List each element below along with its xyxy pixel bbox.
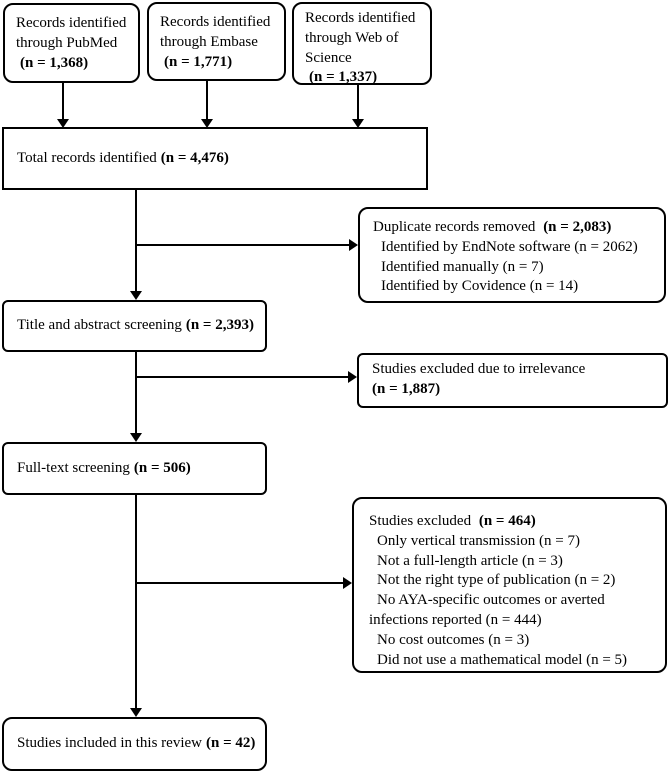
- box-studies-excluded: Studies excluded (n = 464) Only vertical…: [352, 497, 667, 673]
- arrow-pubmed-to-total: [57, 83, 69, 128]
- box-studies-included-label: Studies included in this review: [17, 735, 202, 752]
- arrow-branch-duplicates: [135, 239, 358, 251]
- box-records-web-of-science-label: Records identified through Web of Scienc…: [305, 10, 416, 66]
- box-excluded-irrelevance-count: (n = 1,887): [372, 380, 441, 397]
- box-duplicates-removed-count: (n = 2,083): [543, 219, 612, 235]
- box-total-records: Total records identified (n = 4,476): [2, 127, 428, 190]
- box-title-abstract-screening: Title and abstract screening (n = 2,393): [2, 300, 267, 352]
- box-studies-excluded-title: Studies excluded (n = 464): [369, 512, 660, 532]
- box-records-embase-label: Records identified through Embase: [160, 14, 271, 50]
- excluded-item-publication-type: Not the right type of publication (n = 2…: [377, 572, 616, 589]
- box-records-embase-count: (n = 1,771): [164, 53, 233, 70]
- box-duplicates-removed-title: Duplicate records removed (n = 2,083): [373, 218, 659, 238]
- box-records-pubmed: Records identified through PubMed (n = 1…: [3, 3, 140, 83]
- box-fulltext-screening-label: Full-text screening: [17, 459, 130, 476]
- box-studies-excluded-count: (n = 464): [478, 513, 536, 529]
- duplicates-item-covidence: Identified by Covidence (n = 14): [381, 278, 579, 295]
- arrow-embase-to-total: [201, 81, 213, 128]
- box-fulltext-screening-count: (n = 506): [133, 459, 191, 476]
- box-studies-excluded-label: Studies excluded: [369, 513, 472, 529]
- arrow-titleabs-to-fulltext: [130, 352, 142, 442]
- box-studies-included-count: (n = 42): [205, 735, 256, 752]
- box-records-embase: Records identified through Embase (n = 1…: [147, 2, 286, 81]
- excluded-item-no-cost-outcomes: No cost outcomes (n = 3): [377, 631, 530, 648]
- box-records-pubmed-label: Records identified through PubMed: [16, 15, 127, 51]
- excluded-item-vertical-transmission: Only vertical transmission (n = 7): [377, 532, 581, 549]
- box-total-records-count: (n = 4,476): [160, 149, 229, 166]
- duplicates-item-manual: Identified manually (n = 7): [381, 258, 544, 275]
- box-excluded-irrelevance: Studies excluded due to irrelevance (n =…: [357, 353, 668, 408]
- box-title-abstract-screening-label: Title and abstract screening: [17, 317, 182, 334]
- box-duplicates-removed-label: Duplicate records removed: [373, 219, 536, 235]
- box-excluded-irrelevance-label: Studies excluded due to irrelevance: [372, 361, 586, 377]
- arrow-fulltext-to-included: [130, 495, 142, 717]
- box-records-pubmed-count: (n = 1,368): [20, 54, 89, 71]
- box-duplicates-removed: Duplicate records removed (n = 2,083) Id…: [358, 207, 666, 303]
- box-records-web-of-science-count: (n = 1,337): [309, 69, 378, 86]
- box-records-web-of-science: Records identified through Web of Scienc…: [292, 2, 432, 85]
- arrow-total-to-titleabs: [130, 190, 142, 300]
- arrow-branch-excluded: [135, 577, 352, 589]
- box-studies-included: Studies included in this review (n = 42): [2, 717, 267, 771]
- box-fulltext-screening: Full-text screening (n = 506): [2, 442, 267, 495]
- excluded-item-not-full-length: Not a full-length article (n = 3): [377, 552, 563, 569]
- duplicates-item-endnote: Identified by EndNote software (n = 2062…: [381, 238, 638, 255]
- arrow-branch-irrelevance: [135, 371, 357, 383]
- excluded-item-no-aya-outcomes: No AYA-specific outcomes or averted infe…: [369, 592, 605, 628]
- box-total-records-label: Total records identified: [17, 149, 157, 166]
- box-title-abstract-screening-count: (n = 2,393): [185, 317, 254, 334]
- arrow-wos-to-total: [352, 85, 364, 128]
- excluded-item-no-math-model: Did not use a mathematical model (n = 5): [377, 651, 628, 668]
